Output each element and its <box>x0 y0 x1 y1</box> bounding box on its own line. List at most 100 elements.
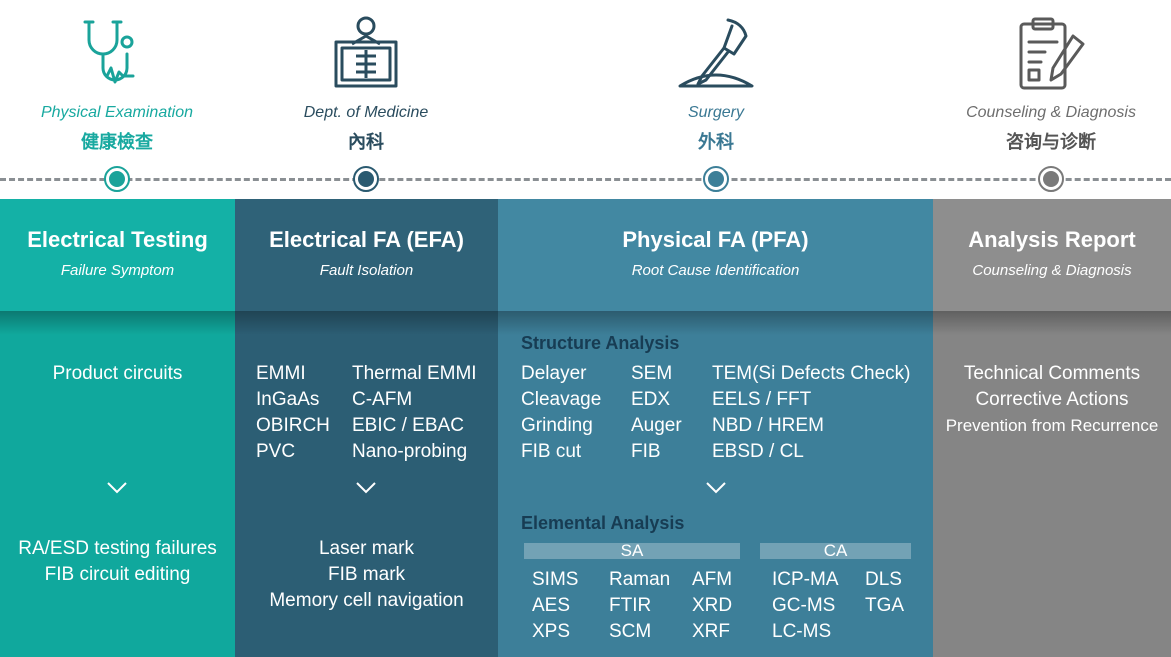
stethoscope-icon <box>77 14 157 94</box>
stage-label-en: Physical Examination <box>40 104 194 121</box>
timeline-dot <box>703 166 729 192</box>
sa-bar: SA <box>524 542 740 559</box>
structure-list-1: Delayer Cleavage Grinding FIB cut <box>521 361 601 465</box>
column-title: Electrical Testing <box>27 227 208 252</box>
timeline-line <box>0 178 1171 181</box>
column-title: Physical FA (PFA) <box>622 227 809 252</box>
section-title-elemental: Elemental Analysis <box>521 513 685 533</box>
column-subtitle: Failure Symptom <box>60 262 175 279</box>
stage-label-zh: 內科 <box>348 132 384 153</box>
list-item: Technical Comments <box>963 363 1141 384</box>
list-item: Nano-probing <box>352 441 468 462</box>
list-item: Thermal EMMI <box>352 363 477 384</box>
column-electrical-fa: Electrical FA (EFA) Fault Isolation EMMI… <box>235 199 498 657</box>
chevron-down-icon <box>107 482 127 494</box>
report-list: Technical Comments Corrective Actions Pr… <box>933 361 1171 439</box>
list-item: XPS <box>532 621 571 642</box>
list-item: RA/ESD testing failures <box>18 538 217 559</box>
column-subtitle: Root Cause Identification <box>631 262 800 279</box>
column-title: Electrical FA (EFA) <box>269 227 464 252</box>
column-header: Electrical FA (EFA) Fault Isolation <box>235 199 498 311</box>
section-title-structure: Structure Analysis <box>521 333 680 353</box>
column-subtitle: Counseling & Diagnosis <box>972 262 1132 279</box>
header-shadow <box>498 311 933 335</box>
timeline-dot <box>353 166 379 192</box>
list-item: SEM <box>631 363 673 384</box>
list-item: InGaAs <box>256 389 320 410</box>
list-item: EDX <box>631 389 671 410</box>
list-item: Cleavage <box>521 389 602 410</box>
list-item: Prevention from Recurrence <box>945 416 1159 435</box>
xray-icon <box>326 14 406 94</box>
stage-label-en: Dept. of Medicine <box>303 104 429 121</box>
ca-bar: CA <box>760 542 911 559</box>
chevron-down-icon <box>356 482 376 494</box>
list-item: Grinding <box>521 415 593 436</box>
sa-list-2: Raman FTIR SCM <box>609 567 670 645</box>
column-body: EMMI InGaAs OBIRCH PVC Thermal EMMI C-AF… <box>235 311 498 657</box>
list-item: Memory cell navigation <box>269 590 464 611</box>
stage-label-zh: 咨询与诊断 <box>1006 132 1096 153</box>
stage-label-zh: 健康檢查 <box>81 132 153 153</box>
column-subtitle: Fault Isolation <box>319 262 414 279</box>
column-header: Physical FA (PFA) Root Cause Identificat… <box>498 199 933 311</box>
header-shadow <box>235 311 498 335</box>
column-header: Electrical Testing Failure Symptom <box>0 199 235 311</box>
column-physical-fa: Physical FA (PFA) Root Cause Identificat… <box>498 199 933 657</box>
technique-list-left: EMMI InGaAs OBIRCH PVC <box>256 361 330 465</box>
sa-list-3: AFM XRD XRF <box>692 567 732 645</box>
stage-label-zh: 外科 <box>698 132 734 153</box>
list-item: Laser mark <box>318 538 415 559</box>
column-body: Product circuits RA/ESD testing failures… <box>0 311 235 657</box>
list-item: SIMS <box>532 569 579 590</box>
list-item: Raman <box>609 569 671 590</box>
list-item: LC-MS <box>772 621 832 642</box>
structure-list-3: TEM(Si Defects Check) EELS / FFT NBD / H… <box>712 361 910 465</box>
list-item: AES <box>532 595 571 616</box>
list-item: FTIR <box>609 595 652 616</box>
ca-list-1: ICP-MA GC-MS LC-MS <box>772 567 839 645</box>
list-item: TEM(Si Defects Check) <box>712 363 911 384</box>
list-item: Corrective Actions <box>975 389 1129 410</box>
list-item: DLS <box>865 569 902 590</box>
structure-list-2: SEM EDX Auger FIB <box>631 361 682 465</box>
column-title: Analysis Report <box>968 227 1136 252</box>
bottom-list: RA/ESD testing failures FIB circuit edit… <box>0 536 235 588</box>
timeline-dot <box>1038 166 1064 192</box>
chevron-down-icon <box>706 482 726 494</box>
stage-label-en: Counseling & Diagnosis <box>966 104 1136 121</box>
header-shadow <box>0 311 235 335</box>
list-item: FIB mark <box>327 564 406 585</box>
list-item: AFM <box>692 569 733 590</box>
bottom-list: Laser mark FIB mark Memory cell navigati… <box>235 536 498 614</box>
list-item: NBD / HREM <box>712 415 824 436</box>
header-shadow <box>933 311 1171 335</box>
column-header: Analysis Report Counseling & Diagnosis <box>933 199 1171 311</box>
list-item: Product circuits <box>52 363 183 384</box>
technique-list-right: Thermal EMMI C-AFM EBIC / EBAC Nano-prob… <box>352 361 477 465</box>
list-item: XRD <box>692 595 733 616</box>
column-analysis-report: Analysis Report Counseling & Diagnosis T… <box>933 199 1171 657</box>
list-item: TGA <box>865 595 905 616</box>
stage-label-en: Surgery <box>687 104 745 121</box>
list-item: FIB cut <box>521 441 582 462</box>
list-item: ICP-MA <box>772 569 839 590</box>
list-item: EBIC / EBAC <box>352 415 464 436</box>
list-item: EELS / FFT <box>712 389 812 410</box>
ca-list-2: DLS TGA <box>865 567 904 619</box>
column-body: Technical Comments Corrective Actions Pr… <box>933 311 1171 657</box>
list-item: C-AFM <box>352 389 413 410</box>
list-item: SCM <box>609 621 652 642</box>
column-body: Structure Analysis Delayer Cleavage Grin… <box>498 311 933 657</box>
list-item: FIB <box>631 441 661 462</box>
list-item: EMMI <box>256 363 306 384</box>
list-item: GC-MS <box>772 595 836 616</box>
list-item: Delayer <box>521 363 587 384</box>
list-item: XRF <box>692 621 730 642</box>
timeline-dot <box>104 166 130 192</box>
list-item: FIB circuit editing <box>44 564 191 585</box>
list-item: EBSD / CL <box>712 441 804 462</box>
list-item: OBIRCH <box>256 415 330 436</box>
scalpel-icon <box>676 14 756 94</box>
column-electrical-testing: Electrical Testing Failure Symptom Produ… <box>0 199 235 657</box>
